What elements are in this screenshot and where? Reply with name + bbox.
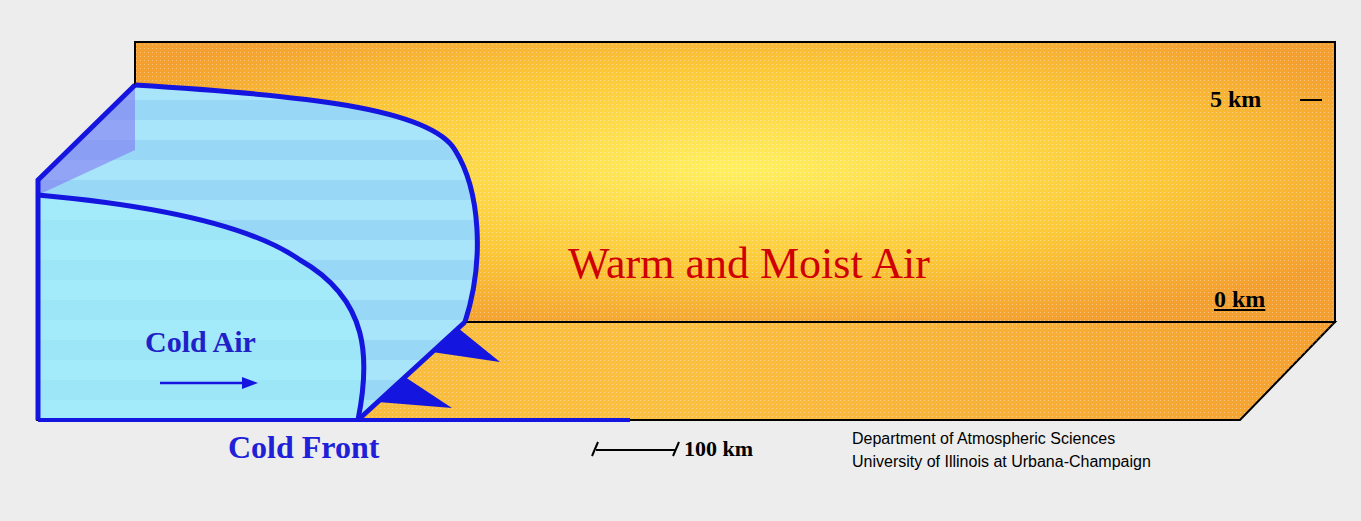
height-label: 5 km — [1210, 86, 1261, 112]
scale-bar-end — [592, 442, 598, 456]
height-label: 0 km — [1214, 286, 1265, 312]
wind-arrow — [160, 382, 245, 385]
air-mass-label: Warm and Moist Air — [568, 240, 930, 288]
credit-text: Department of Atmospheric Sciences — [852, 430, 1115, 448]
scale-bar-end — [673, 442, 679, 456]
wind-arrow-head — [242, 377, 258, 389]
cold-air-mass — [38, 85, 477, 420]
cold-front-symbol — [432, 328, 500, 362]
scale-label: 100 km — [684, 437, 753, 461]
cold-air-edge — [38, 85, 135, 420]
front-label: Cold Front — [228, 430, 379, 465]
cold-air-front-face — [38, 195, 364, 420]
height-tick — [1300, 99, 1322, 101]
floor-edge — [38, 418, 630, 422]
front-surface-back — [135, 85, 477, 322]
credit-text: University of Illinois at Urbana-Champai… — [852, 453, 1151, 471]
air-mass-label: Cold Air — [145, 325, 256, 358]
scale-bar — [596, 449, 676, 451]
cold-front-symbol — [378, 377, 452, 408]
front-surface-front — [38, 195, 364, 420]
